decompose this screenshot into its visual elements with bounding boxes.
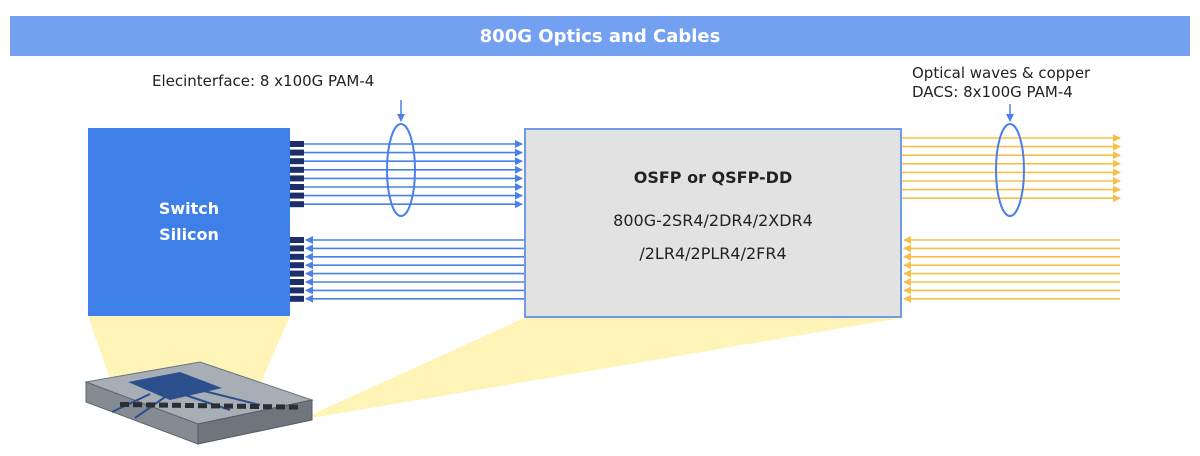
hardware-port: [198, 403, 207, 408]
hardware-port: [185, 403, 194, 408]
module-title: OSFP or QSFP-DD: [526, 168, 900, 187]
electrical-interface-label: Elecinterface: 8 x100G PAM-4: [152, 72, 374, 91]
switch-label-line1: Switch: [159, 196, 219, 222]
switch-tx-pins: [290, 141, 304, 207]
optical-module-block: OSFP or QSFP-DD 800G-2SR4/2DR4/2XDR4 /2L…: [524, 128, 902, 318]
hardware-port: [276, 404, 285, 409]
switch-silicon-block: Switch Silicon: [88, 128, 290, 316]
hardware-port: [224, 404, 233, 409]
optical-label-line2: DACS: 8x100G PAM-4: [912, 83, 1073, 102]
hardware-port: [237, 404, 246, 409]
switch-tx-pin: [290, 193, 304, 199]
hardware-port: [146, 402, 155, 407]
switch-tx-pin: [290, 150, 304, 156]
hardware-port: [172, 403, 181, 408]
switch-tx-pin: [290, 184, 304, 190]
switch-rx-pin: [290, 279, 304, 285]
switch-tx-pin: [290, 201, 304, 207]
hardware-port: [263, 404, 272, 409]
hardware-port: [120, 402, 129, 407]
switch-tx-pin: [290, 175, 304, 181]
hardware-port: [133, 402, 142, 407]
switch-rx-pin: [290, 237, 304, 243]
optical-rx-lanes: [904, 240, 1120, 299]
switch-rx-pins: [290, 237, 304, 302]
switch-tx-pin: [290, 167, 304, 173]
module-variants-line1: 800G-2SR4/2DR4/2XDR4: [526, 211, 900, 230]
hardware-port: [211, 403, 220, 408]
hardware-port: [289, 405, 298, 410]
diagram-title-banner: 800G Optics and Cables: [10, 16, 1190, 56]
switch-rx-pin: [290, 271, 304, 277]
optical-tx-lanes: [902, 138, 1120, 198]
module-variants-line2: /2LR4/2PLR4/2FR4: [526, 244, 900, 263]
switch-rx-pin: [290, 296, 304, 302]
switch-rx-pin: [290, 287, 304, 293]
optical-label-line1: Optical waves & copper: [912, 64, 1090, 83]
switch-rx-pin: [290, 254, 304, 260]
hardware-port: [159, 403, 168, 408]
electrical-rx-lanes: [306, 240, 524, 299]
switch-label-line2: Silicon: [159, 222, 219, 248]
switch-rx-pin: [290, 245, 304, 251]
switch-tx-pin: [290, 158, 304, 164]
hardware-port: [250, 404, 259, 409]
diagram-title: 800G Optics and Cables: [480, 26, 721, 47]
switch-rx-pin: [290, 262, 304, 268]
switch-tx-pin: [290, 141, 304, 147]
module-spotlight: [300, 318, 902, 420]
